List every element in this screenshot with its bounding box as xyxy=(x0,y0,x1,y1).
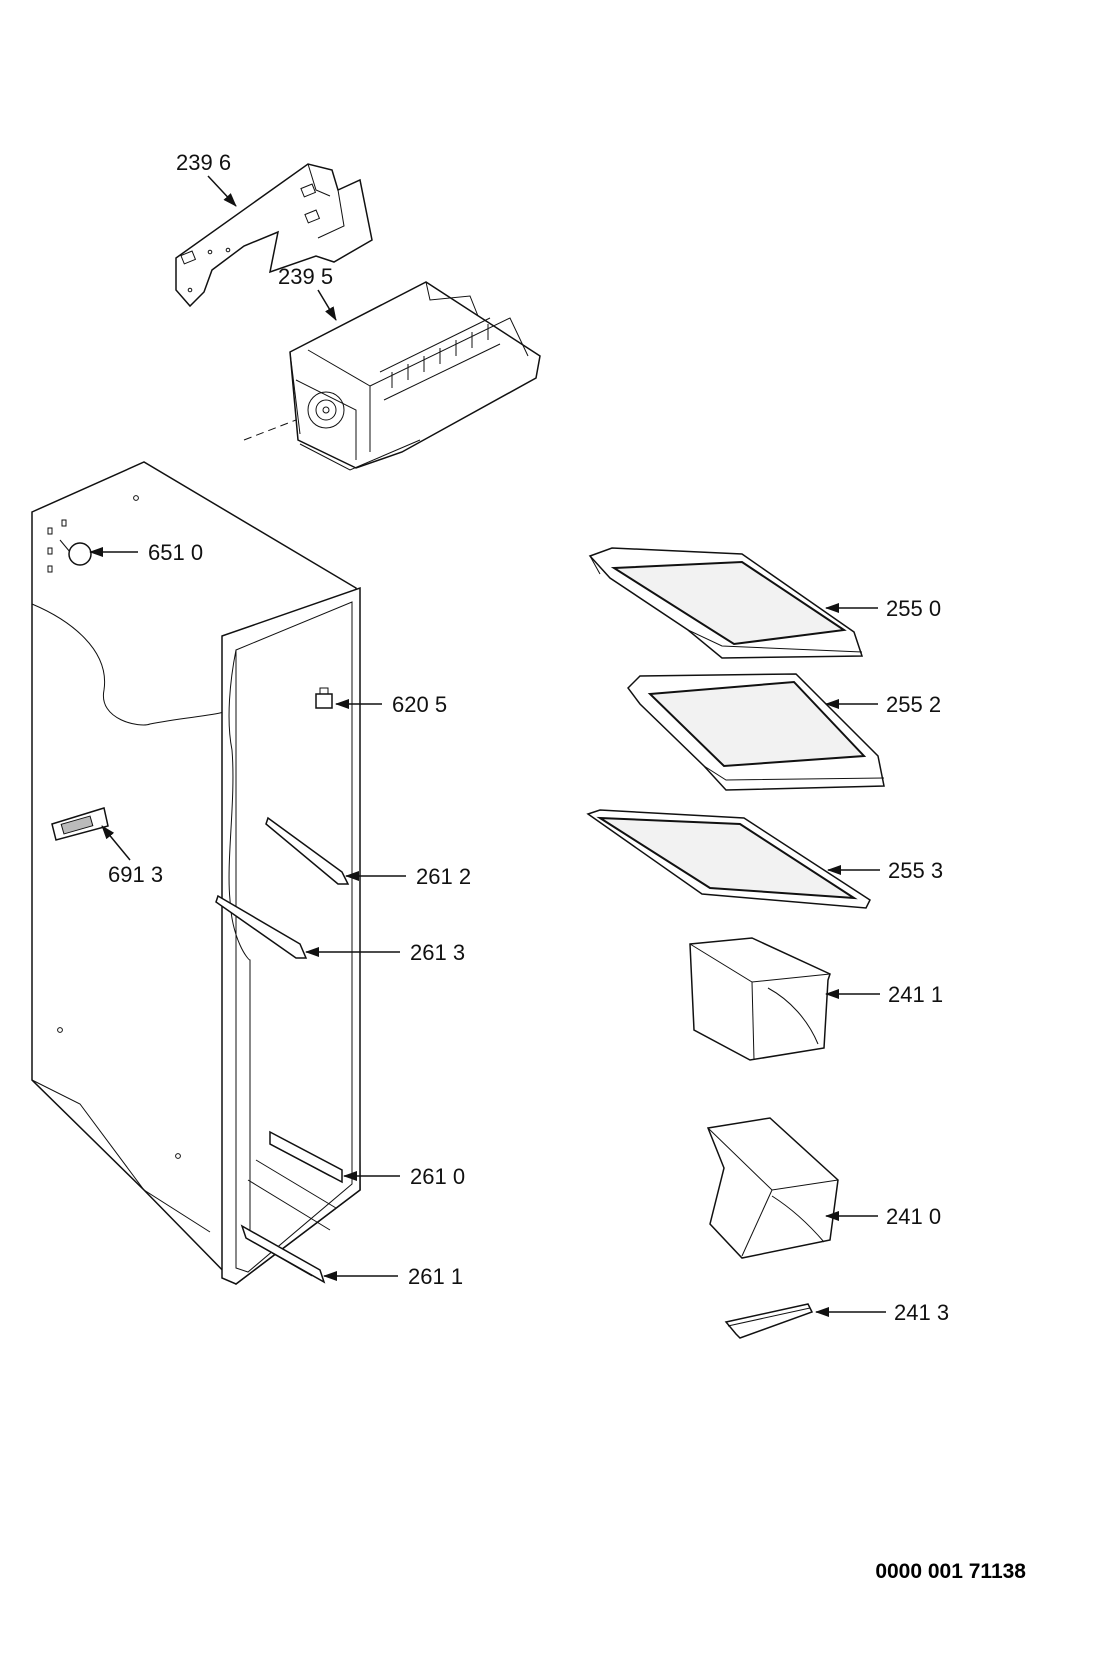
shelf-rail-upper xyxy=(265,816,350,885)
leader-lines xyxy=(89,175,886,1317)
callout-2396: 239 6 xyxy=(176,150,231,175)
bin-handle-2413 xyxy=(724,1303,814,1339)
refrigerator-cabinet xyxy=(31,461,361,1285)
callout-2410: 241 0 xyxy=(886,1204,941,1229)
bin-rail-lower xyxy=(240,1224,326,1284)
callout-2550: 255 0 xyxy=(886,596,941,621)
callout-6913: 691 3 xyxy=(108,862,163,887)
callout-2611: 261 1 xyxy=(408,1264,463,1289)
callout-6510: 651 0 xyxy=(148,540,203,565)
ice-maker-bracket xyxy=(175,163,373,308)
ice-maker-unit xyxy=(243,281,541,471)
callout-2413: 241 3 xyxy=(894,1300,949,1325)
callout-2613: 261 3 xyxy=(410,940,465,965)
callout-6205: 620 5 xyxy=(392,692,447,717)
callout-2610: 261 0 xyxy=(410,1164,465,1189)
glass-shelf-2550 xyxy=(588,547,864,659)
glass-shelf-2553 xyxy=(586,809,871,909)
bin-2411 xyxy=(689,937,831,1061)
callout-2612: 261 2 xyxy=(416,864,471,889)
glass-shelf-2552 xyxy=(627,673,885,791)
switch xyxy=(315,687,333,709)
shelf-rail-lower xyxy=(215,894,308,959)
callout-2395: 239 5 xyxy=(278,264,333,289)
document-id: 0000 001 71138 xyxy=(875,1560,1026,1583)
bin-rail-upper xyxy=(269,1130,343,1184)
callout-labels: 239 6 239 5 651 0 620 5 691 3 261 2 261 … xyxy=(108,150,949,1325)
callout-2553: 255 3 xyxy=(888,858,943,883)
callout-2411: 241 1 xyxy=(888,982,943,1007)
bin-2410 xyxy=(706,1117,839,1259)
callout-2552: 255 2 xyxy=(886,692,941,717)
